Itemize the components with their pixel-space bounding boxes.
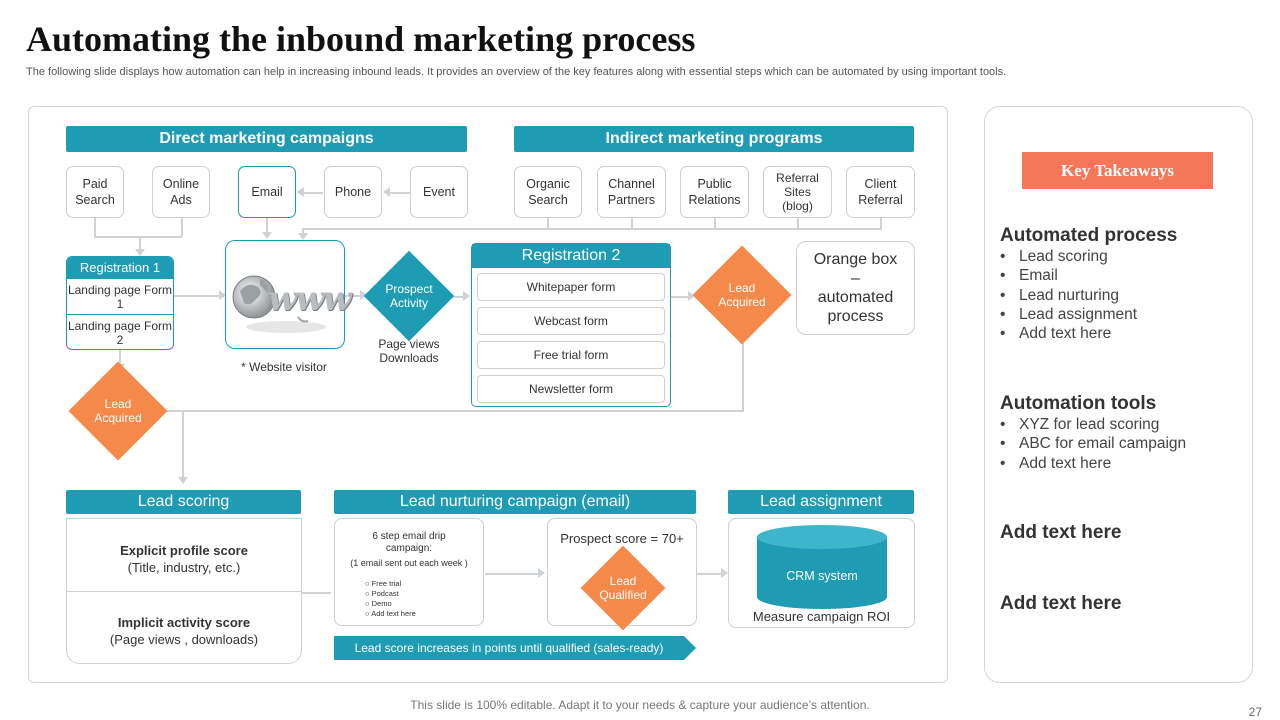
- implicit-activity-score-sub: (Page views , downloads): [109, 632, 259, 647]
- takeaway-add-text-1: Add text here: [1000, 522, 1122, 543]
- lead-acquired-diamond-left: Lead Acquired: [68, 361, 168, 461]
- direct-marketing-header: Direct marketing campaigns: [66, 126, 467, 152]
- lead-qualified-diamond: Lead Qualified: [578, 545, 668, 631]
- implicit-activity-score-title: Implicit activity score: [117, 615, 251, 630]
- source-channel-partners: Channel Partners: [597, 166, 666, 218]
- lead-score-banner-shape: [334, 636, 696, 660]
- free-trial-form: Free trial form: [477, 341, 665, 369]
- lead-scoring-header: Lead scoring: [66, 490, 301, 514]
- prospect-activity-caption: Page views Downloads: [378, 337, 440, 365]
- lead-acquired-diamond-right: Lead Acquired: [692, 245, 792, 345]
- drip-item: Free trial: [365, 579, 416, 589]
- measure-campaign-roi: Measure campaign ROI: [752, 609, 891, 624]
- crm-system-label: CRM system: [786, 569, 858, 583]
- registration-1-header: Registration 1: [67, 257, 173, 279]
- takeaway-automated-process-list: Lead scoring Email Lead nurturing Lead a…: [1000, 247, 1137, 343]
- source-public-relations: Public Relations: [680, 166, 749, 218]
- takeaway-item: Lead assignment: [1000, 305, 1137, 324]
- webcast-form: Webcast form: [477, 307, 665, 335]
- takeaway-item: ABC for email campaign: [1000, 434, 1186, 453]
- source-organic-search: Organic Search: [514, 166, 582, 218]
- explicit-profile-score-sub: (Title, industry, etc.): [127, 560, 241, 575]
- prospect-score-label: Prospect score = 70+: [560, 531, 684, 546]
- drip-item: Podcast: [365, 589, 416, 599]
- lead-score-banner-text: Lead score increases in points until qua…: [354, 641, 664, 655]
- lead-nurturing-header: Lead nurturing campaign (email): [334, 490, 696, 514]
- prospect-activity-label: Prospect Activity: [385, 282, 433, 310]
- source-phone: Phone: [324, 166, 382, 218]
- email-drip-title: 6 step email drip campaign:: [372, 531, 446, 554]
- footer-note: This slide is 100% editable. Adapt it to…: [410, 698, 870, 712]
- prospect-activity-diamond: Prospect Activity: [363, 250, 455, 342]
- email-drip-box: 6 step email drip campaign: (1 email sen…: [334, 518, 484, 626]
- source-referral-sites: Referral Sites (blog): [763, 166, 832, 218]
- lead-acquired-label-left: Lead Acquired: [94, 397, 142, 425]
- source-event: Event: [410, 166, 468, 218]
- lead-scoring-box: Explicit profile score (Title, industry,…: [66, 518, 302, 664]
- www-text: www: [268, 279, 352, 319]
- source-paid-search: Paid Search: [66, 166, 124, 218]
- source-online-ads: Online Ads: [152, 166, 210, 218]
- lead-acquired-label-right: Lead Acquired: [718, 281, 766, 309]
- registration-2-header: Registration 2: [472, 244, 670, 268]
- takeaway-item: Add text here: [1000, 324, 1137, 343]
- newsletter-form: Newsletter form: [477, 375, 665, 403]
- whitepaper-form: Whitepaper form: [477, 273, 665, 301]
- landing-page-form-2: Landing page Form 2: [67, 314, 173, 349]
- lead-assignment-header: Lead assignment: [728, 490, 914, 514]
- takeaway-item: Lead scoring: [1000, 247, 1137, 266]
- takeaway-item: Add text here: [1000, 454, 1186, 473]
- www-globe-icon: [232, 275, 326, 333]
- page-number: 27: [1248, 705, 1262, 719]
- key-takeaways-header: Key Takeaways: [1022, 152, 1213, 189]
- source-email: Email: [238, 166, 296, 218]
- lead-qualified-label: Lead Qualified: [599, 574, 647, 602]
- source-client-referral: Client Referral: [846, 166, 915, 218]
- email-drip-list: Free trial Podcast Demo Add text here: [365, 579, 416, 619]
- takeaway-automation-tools-title: Automation tools: [1000, 393, 1157, 414]
- website-visitor-box: www: [225, 240, 352, 349]
- takeaway-item: Email: [1000, 266, 1137, 285]
- takeaway-add-text-2: Add text here: [1000, 593, 1122, 614]
- indirect-marketing-header: Indirect marketing programs: [514, 126, 914, 152]
- key-takeaways-panel: [984, 106, 1253, 683]
- page-title: Automating the inbound marketing process: [26, 19, 696, 59]
- takeaway-automation-tools-list: XYZ for lead scoring ABC for email campa…: [1000, 415, 1186, 473]
- explicit-profile-score-title: Explicit profile score: [120, 543, 248, 558]
- prospect-score-box: Prospect score = 70+ Lead Qualified: [547, 518, 697, 631]
- crm-database-icon: [757, 525, 887, 609]
- page-subtitle: The following slide displays how automat…: [26, 66, 1007, 78]
- takeaway-item: XYZ for lead scoring: [1000, 415, 1186, 434]
- drip-item: Demo: [365, 599, 416, 609]
- registration-2-box: Registration 2 Whitepaper form Webcast f…: [471, 243, 671, 407]
- drip-item: Add text here: [365, 609, 416, 619]
- registration-1-box: Registration 1 Landing page Form 1 Landi…: [66, 256, 174, 350]
- website-visitor-caption: * Website visitor: [241, 360, 327, 374]
- takeaway-item: Lead nurturing: [1000, 286, 1137, 305]
- orange-box-note: Orange box – automated process: [796, 241, 915, 335]
- landing-page-form-1: Landing page Form 1: [67, 282, 173, 311]
- lead-assignment-box: CRM system Measure campaign ROI: [728, 518, 915, 628]
- email-drip-sub: (1 email sent out each week ): [350, 558, 468, 568]
- takeaway-automated-process-title: Automated process: [1000, 225, 1178, 246]
